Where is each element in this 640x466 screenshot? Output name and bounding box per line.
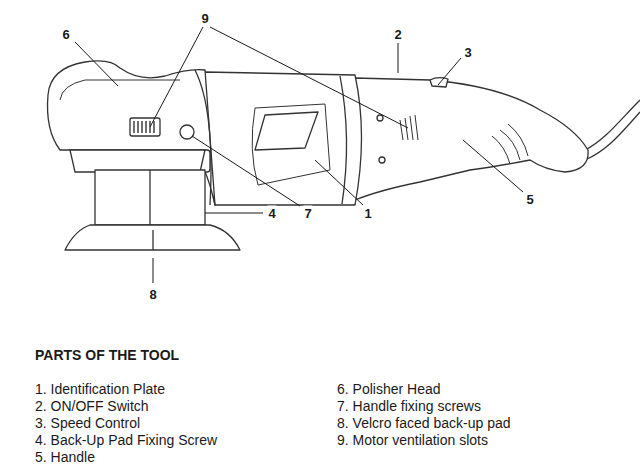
- part-list-item: 5. Handle: [35, 450, 95, 464]
- callout-number: 3: [463, 45, 472, 60]
- part-list-item: 3. Speed Control: [35, 416, 140, 430]
- part-list-item: 1. Identification Plate: [35, 382, 165, 396]
- part-list-item: 9. Motor ventilation slots: [337, 433, 488, 447]
- part-list-item: 7. Handle fixing screws: [337, 399, 481, 413]
- callout-number: 8: [148, 287, 157, 302]
- callout-number: 6: [61, 27, 70, 42]
- part-list-item: 6. Polisher Head: [337, 382, 441, 396]
- part-list-item: 2. ON/OFF Switch: [35, 399, 149, 413]
- part-list-item: 8. Velcro faced back-up pad: [337, 416, 511, 430]
- callout-number: 2: [393, 27, 402, 42]
- callout-number: 7: [303, 206, 312, 221]
- callout-number: 4: [267, 206, 276, 221]
- callout-number: 1: [363, 206, 372, 221]
- callout-number: 9: [200, 11, 209, 26]
- part-list-item: 4. Back-Up Pad Fixing Screw: [35, 433, 217, 447]
- list-heading: PARTS OF THE TOOL: [35, 348, 179, 362]
- callout-number: 5: [525, 192, 534, 207]
